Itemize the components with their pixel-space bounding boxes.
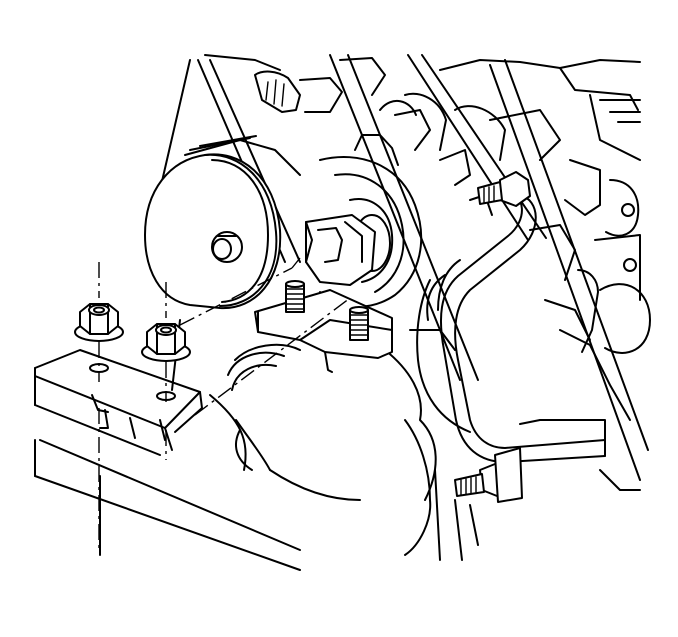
center-hub — [305, 100, 493, 308]
assembly-lines — [98, 257, 351, 550]
frame-rail — [34, 349, 301, 571]
lower-housing — [209, 274, 641, 561]
tube-pipe — [416, 171, 606, 503]
nut-left — [74, 303, 124, 342]
engine-background — [159, 54, 651, 354]
nut-right — [141, 323, 191, 362]
pulley — [144, 135, 301, 310]
stud-lower — [349, 306, 369, 341]
mounting-bracket — [254, 289, 393, 373]
drive-belts — [171, 54, 649, 481]
stud-upper — [285, 280, 305, 313]
